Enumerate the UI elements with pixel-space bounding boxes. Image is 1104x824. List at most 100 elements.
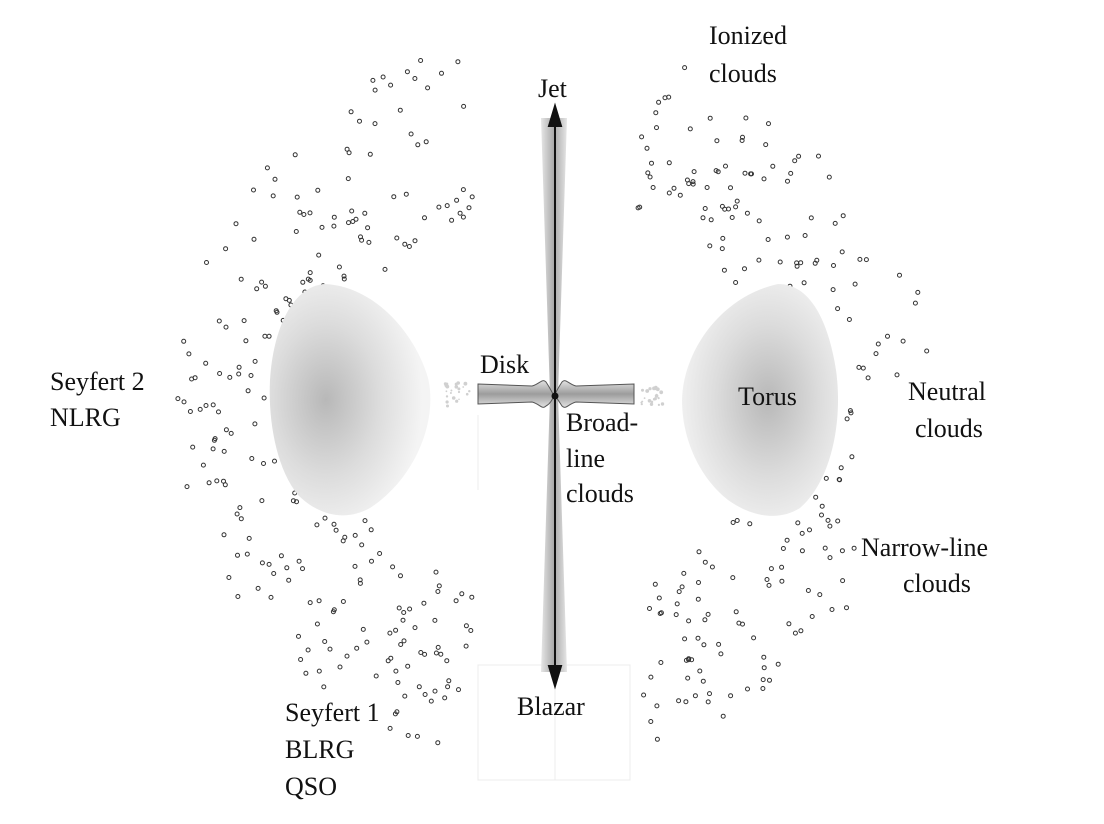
cloud-dot [255,585,261,591]
cloud-dot [730,520,736,525]
cloud-dot [392,711,398,717]
cloud-dot [341,273,347,279]
cloud-dot [924,348,930,354]
label-narrow-line-clouds-2: clouds [903,569,971,598]
cloud-dot [650,185,656,190]
cloud-dot [865,375,871,381]
cloud-dot [216,318,222,324]
cloud-dot [814,257,820,263]
cloud-dot [184,484,190,490]
cloud-dot [695,596,701,602]
cloud-dot [813,494,819,500]
cloud-dot [432,688,438,694]
cloud-dot [740,621,745,627]
cloud-dot [728,185,733,191]
cloud-dot [839,249,845,255]
dust-speckle [649,402,654,406]
cloud-dot [767,677,772,683]
cloud-dot [705,611,711,617]
cloud-dot [785,178,790,184]
cloud-dot [435,644,441,650]
cloud-dot [346,220,351,226]
cloud-dot [206,480,212,486]
cloud-dot [249,456,255,461]
cloud-dot [648,719,654,724]
cloud-dot [353,216,359,222]
cloud-dot [838,465,844,471]
dust-speckle [657,403,661,406]
label-ionized-clouds-1: Ionized [709,21,787,50]
cloud-dot [226,575,232,580]
cloud-dot [405,733,411,738]
cloud-dot [314,522,320,528]
cloud-dot [331,214,337,220]
cloud-dot [388,82,394,88]
cloud-dot [406,244,412,249]
cloud-dot [400,617,406,623]
cloud-dot [690,179,696,185]
cloud-dot [657,611,663,616]
cloud-dot [775,661,781,667]
cloud-dot [720,235,726,241]
cloud-dot [305,647,311,653]
cloud-dot [186,351,192,357]
cloud-dot [740,134,745,140]
cloud-dot [246,535,252,541]
cloud-dot [798,628,804,634]
disk-edge-dust [443,381,665,408]
cloud-dot [827,555,833,561]
cloud-dot [454,197,460,203]
cloud-dot [742,266,747,272]
cloud-dot [730,575,736,581]
dust-speckle [650,400,654,404]
cloud-dot [692,693,698,699]
cloud-dot [307,270,313,276]
cloud-dot [442,695,448,701]
cloud-dot [203,360,209,366]
cloud-dot [270,193,276,199]
cloud-dot [357,118,362,124]
dust-speckle [463,381,468,386]
label-ionized-clouds-2: clouds [709,59,777,88]
cloud-dot [847,408,853,414]
cloud-dot [780,546,786,551]
cloud-dot [799,548,805,554]
cloud-dot [425,85,431,91]
dust-speckle [641,388,644,392]
cloud-dot [679,584,685,590]
cloud-dot [286,297,292,303]
cloud-dot [718,651,724,657]
cloud-dot [766,582,772,588]
cloud-dot [733,204,739,210]
label-seyfert1: Seyfert 1 [285,698,380,727]
cloud-dot [697,668,703,674]
cloud-dot [418,650,424,655]
cloud-dot [300,566,305,572]
cloud-dot [677,192,683,198]
cloud-dot [187,409,193,414]
cloud-dot [826,174,832,180]
dust-speckle [652,397,656,401]
cloud-dot [734,518,740,523]
cloud-dot [751,635,757,641]
cloud-dot [702,206,708,211]
cloud-dot [683,657,689,663]
cloud-dot [210,446,216,452]
cloud-dot [251,236,257,242]
cloud-dot [702,617,708,623]
cloud-dot [181,399,187,405]
black-hole-dot [551,392,559,400]
cloud-dot [894,372,900,378]
cloud-dot [453,598,459,604]
cloud-dot [266,561,272,567]
cloud-dot [350,219,356,224]
cloud-dot [278,553,284,559]
cloud-dot [798,260,804,266]
cloud-dot [401,638,407,644]
cloud-dot [416,684,422,690]
cloud-dot [203,403,209,408]
cloud-dot [460,214,466,220]
cloud-dot [352,532,358,538]
cloud-dot [719,246,725,252]
cloud-dot [421,600,427,606]
